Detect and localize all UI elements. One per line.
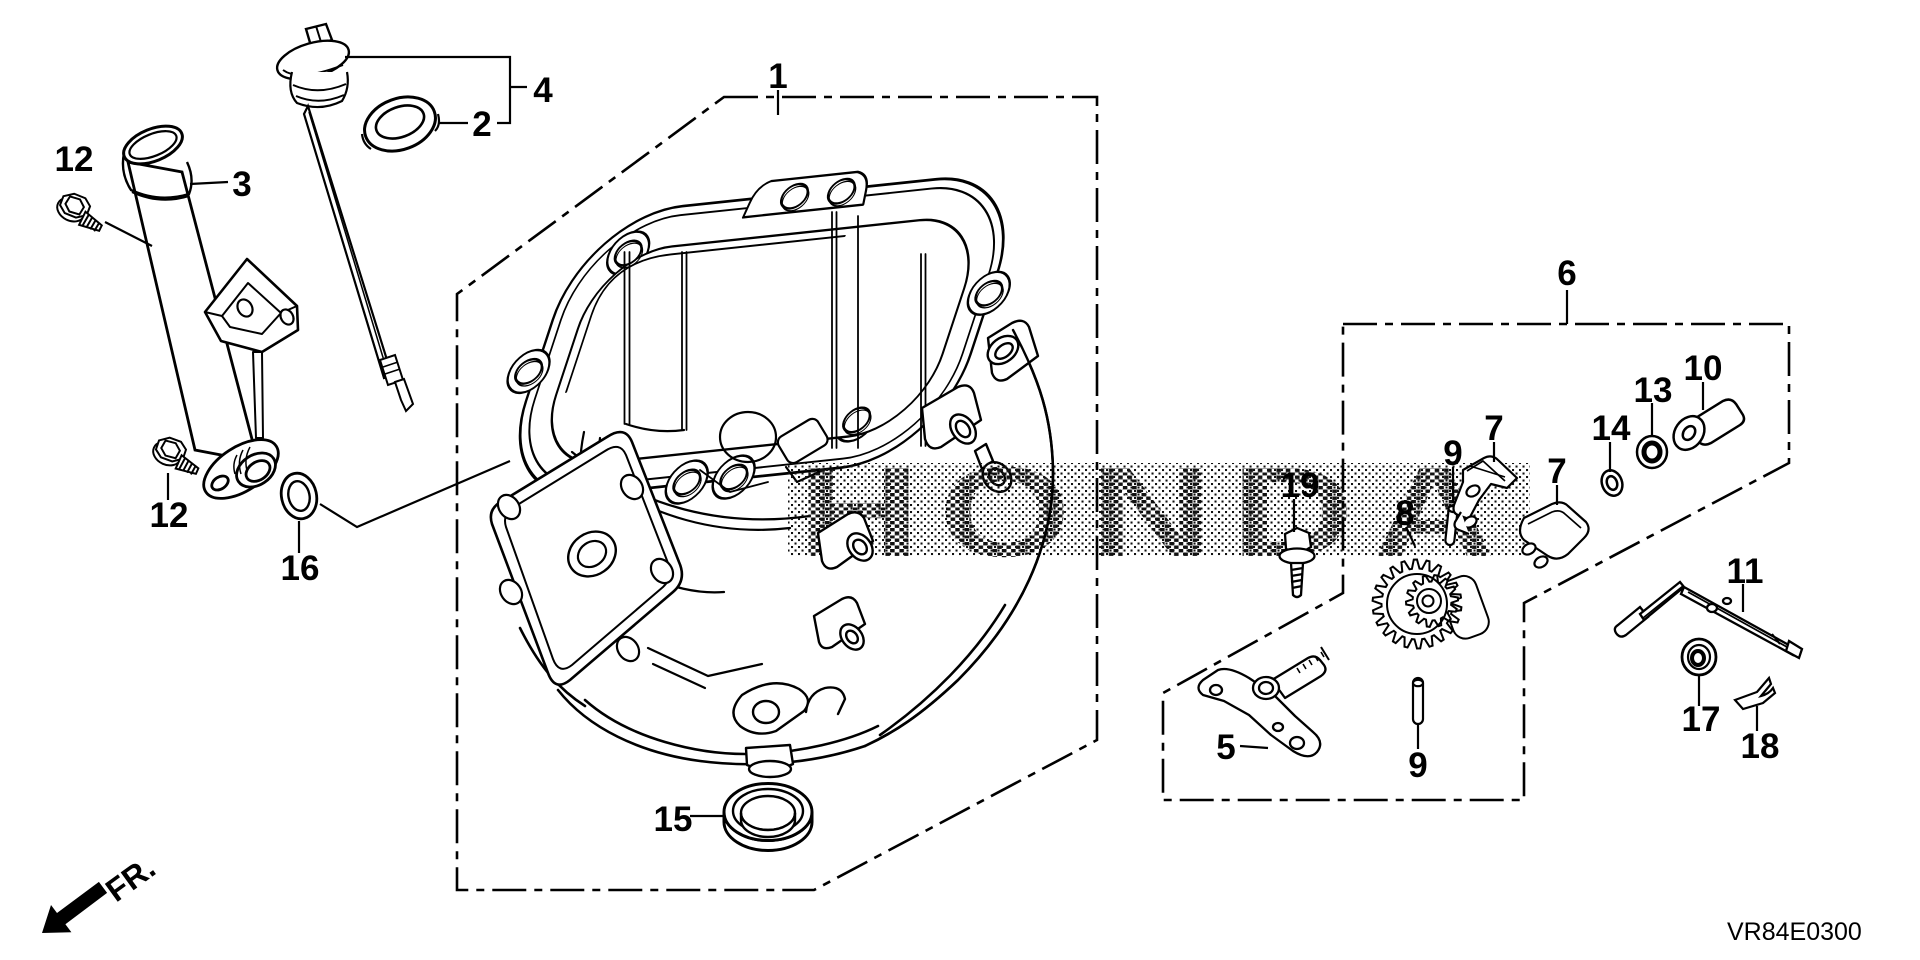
svg-text:19: 19 <box>1281 466 1320 505</box>
svg-text:1: 1 <box>768 57 787 96</box>
svg-text:3: 3 <box>232 165 251 204</box>
svg-text:17: 17 <box>1682 700 1721 739</box>
svg-text:2: 2 <box>472 105 491 144</box>
svg-text:14: 14 <box>1592 409 1631 448</box>
svg-text:15: 15 <box>654 800 693 839</box>
svg-text:10: 10 <box>1684 349 1723 388</box>
svg-text:12: 12 <box>150 496 189 535</box>
svg-text:11: 11 <box>1727 552 1764 591</box>
svg-text:7: 7 <box>1547 452 1566 491</box>
svg-text:HONDA: HONDA <box>797 440 1514 583</box>
svg-text:6: 6 <box>1557 254 1576 293</box>
svg-text:8: 8 <box>1395 494 1414 533</box>
svg-text:VR84E0300: VR84E0300 <box>1727 918 1862 946</box>
svg-text:4: 4 <box>533 71 553 110</box>
svg-text:7: 7 <box>1484 409 1503 448</box>
svg-text:9: 9 <box>1443 434 1462 473</box>
svg-text:9: 9 <box>1408 746 1427 785</box>
svg-text:5: 5 <box>1216 728 1235 767</box>
svg-text:13: 13 <box>1634 371 1673 410</box>
svg-text:12: 12 <box>55 140 94 179</box>
svg-text:16: 16 <box>281 549 320 588</box>
svg-text:18: 18 <box>1741 727 1780 766</box>
